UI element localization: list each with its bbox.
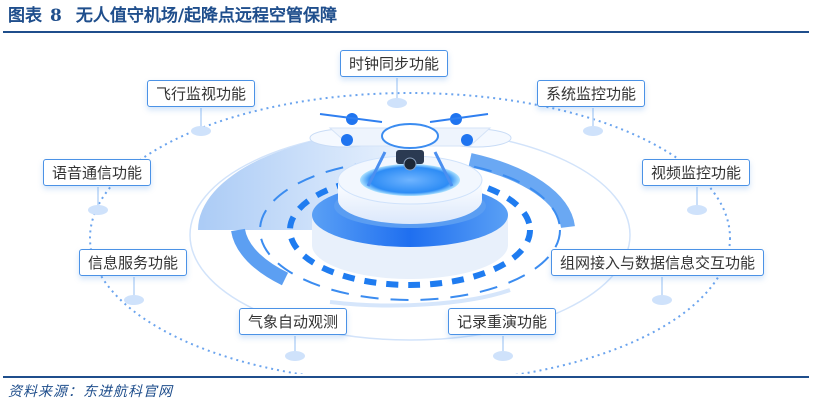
function-video-monitor: 视频监控功能 [642,159,751,186]
connectors [88,78,707,361]
outer-dotted-ring [89,92,731,374]
function-clock-sync: 时钟同步功能 [340,50,449,77]
figure-label: 图表 [8,6,42,26]
function-system-monitor: 系统监控功能 [537,80,646,107]
figure-number: 8 [50,6,62,26]
light-arc-bottom [329,288,511,308]
drone [309,113,512,187]
source-note: 资料来源：东进航科官网 [8,384,173,400]
diagram: 时钟同步功能 飞行监视功能 系统监控功能 语音通信功能 视频监控功能 信息服务功… [0,34,814,374]
function-voice-comm: 语音通信功能 [43,159,152,186]
function-weather-obs: 气象自动观测 [239,308,348,335]
diagram-graphics [88,78,731,374]
function-flight-monitor: 飞行监视功能 [147,80,256,107]
title-rule [3,31,809,33]
arc-right [468,153,575,229]
figure-title-text: 无人值守机场/起降点远程空管保障 [75,6,338,26]
dashed-ring-outer [259,159,561,301]
function-record-replay: 记录重演功能 [448,308,557,335]
source-rule [3,376,809,378]
function-info-service: 信息服务功能 [79,249,188,276]
function-network-data: 组网接入与数据信息交互功能 [551,249,765,276]
figure-title: 图表 8 无人值守机场/起降点远程空管保障 [8,3,337,29]
landing-pad [360,164,460,196]
arc-left [231,228,289,286]
